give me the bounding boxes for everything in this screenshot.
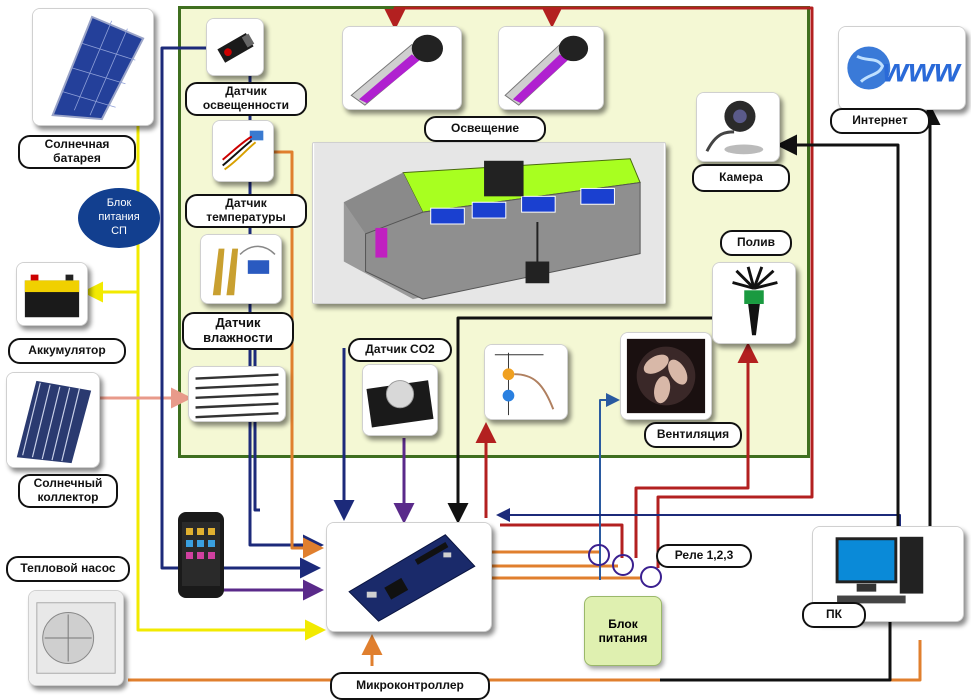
light-sensor-label: Датчик освещенности — [185, 82, 307, 116]
microcontroller-label: Микроконтроллер — [330, 672, 490, 700]
relay-label: Реле 1,2,3 — [656, 544, 752, 568]
heating-pipes-image — [188, 366, 286, 422]
internet-www-image: www — [838, 26, 966, 110]
pc-label: ПК — [802, 602, 866, 628]
solar-collector-label: Солнечный коллектор — [18, 474, 118, 508]
power-block-box: Блок питания — [584, 596, 662, 666]
power-block-sp-badge: Блок питания СП — [78, 188, 160, 248]
webcam-image — [696, 92, 780, 162]
grow-light-left-image — [342, 26, 462, 110]
solar-panel-image — [32, 8, 154, 126]
co2-sensor-label: Датчик CO2 — [348, 338, 452, 362]
humidity-sensor-label: Датчик влажности — [182, 312, 294, 350]
co2-sensor-image — [362, 364, 438, 436]
humidity-sensor-image — [200, 234, 282, 304]
temperature-sensor-label: Датчик температуры — [185, 194, 307, 228]
relay-2-ring — [612, 554, 634, 576]
solar-battery-label: Солнечная батарея — [18, 135, 136, 169]
smartphone-image — [176, 510, 226, 600]
www-text: www — [882, 53, 962, 90]
relay-1-ring — [588, 544, 610, 566]
camera-label: Камера — [692, 164, 790, 192]
ventilation-fan-image — [620, 332, 712, 420]
control-valve-image — [484, 344, 568, 420]
light-sensor-image — [206, 18, 264, 76]
microcontroller-board-image — [326, 522, 492, 632]
accumulator-label: Аккумулятор — [8, 338, 126, 364]
grow-light-right-image — [498, 26, 604, 110]
internet-label: Интернет — [830, 108, 930, 134]
accumulator-image — [16, 262, 88, 326]
solar-collector-image — [6, 372, 100, 468]
watering-label: Полив — [720, 230, 792, 256]
relay-3-ring — [640, 566, 662, 588]
temperature-sensor-image — [212, 120, 274, 182]
heat-pump-image — [28, 590, 124, 686]
heat-pump-label: Тепловой насос — [6, 556, 130, 582]
greenhouse-render-image — [312, 142, 666, 304]
lighting-label: Освещение — [424, 116, 546, 142]
ventilation-label: Вентиляция — [644, 422, 742, 448]
sprinkler-image — [712, 262, 796, 344]
